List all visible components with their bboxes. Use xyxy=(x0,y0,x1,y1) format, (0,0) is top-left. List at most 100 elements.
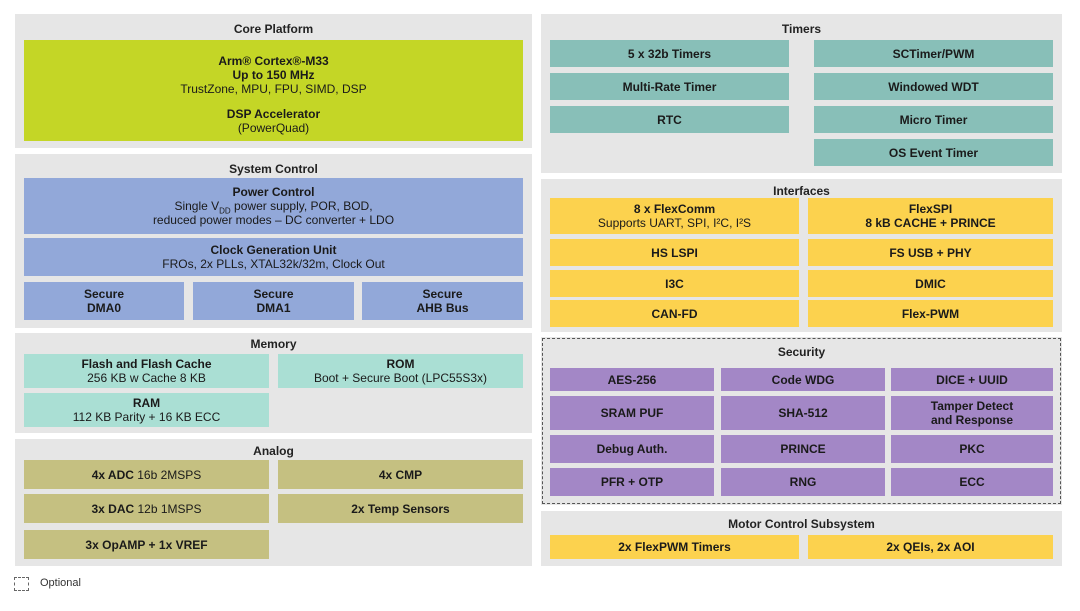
ram-sub: 112 KB Parity + 16 KB ECC xyxy=(72,410,221,424)
memory-panel: Memory Flash and Flash Cache 256 KB w Ca… xyxy=(15,333,532,433)
os-event-timer-label: OS Event Timer xyxy=(888,145,979,160)
rom-block: ROM Boot + Secure Boot (LPC55S3x) xyxy=(278,354,523,388)
qei-aoi-block: 2x QEIs, 2x AOI xyxy=(808,535,1053,559)
timer-32b-label: 5 x 32b Timers xyxy=(627,46,712,61)
i3c-block: I3C xyxy=(550,270,799,297)
multi-rate-timer-label: Multi-Rate Timer xyxy=(622,79,717,94)
adc-block: 4x ADC 16b 2MSPS xyxy=(24,460,269,489)
flex-pwm-block: Flex-PWM xyxy=(808,300,1053,327)
dice-uuid-block: DICE + UUID xyxy=(891,368,1053,391)
secure-dma1-l1: Secure xyxy=(253,287,294,301)
tamper-detect-l2: and Response xyxy=(930,413,1014,427)
timers-title: Timers xyxy=(781,22,822,36)
fs-usb-block: FS USB + PHY xyxy=(808,239,1053,266)
core-platform-panel: Core Platform Arm® Cortex®-M33 Up to 150… xyxy=(15,14,532,148)
ram-name: RAM xyxy=(132,396,161,410)
memory-title: Memory xyxy=(250,337,297,351)
rom-sub: Boot + Secure Boot (LPC55S3x) xyxy=(313,371,488,385)
rng-label: RNG xyxy=(789,475,817,489)
pfr-otp-label: PFR + OTP xyxy=(600,475,664,489)
windowed-wdt-block: Windowed WDT xyxy=(814,73,1053,100)
timer-32b-block: 5 x 32b Timers xyxy=(550,40,789,67)
clock-generation-sub: FROs, 2x PLLs, XTAL32k/32m, Clock Out xyxy=(162,257,385,271)
code-wdg-label: Code WDG xyxy=(771,372,835,387)
code-wdg-block: Code WDG xyxy=(721,368,885,391)
security-title: Security xyxy=(777,345,826,359)
debug-auth-label: Debug Auth. xyxy=(596,442,668,456)
micro-timer-label: Micro Timer xyxy=(899,112,968,127)
prince-block: PRINCE xyxy=(721,435,885,463)
secure-ahb-l2: AHB Bus xyxy=(416,301,469,315)
secure-dma1-block: Secure DMA1 xyxy=(193,282,354,320)
secure-ahb-block: Secure AHB Bus xyxy=(362,282,523,320)
tamper-detect-block: Tamper Detect and Response xyxy=(891,396,1053,430)
can-fd-label: CAN-FD xyxy=(651,306,698,321)
sha-512-block: SHA-512 xyxy=(721,396,885,430)
pkc-block: PKC xyxy=(891,435,1053,463)
optional-dashed-border xyxy=(542,338,1061,504)
cmp-block: 4x CMP xyxy=(278,460,523,489)
rng-block: RNG xyxy=(721,468,885,496)
ram-block: RAM 112 KB Parity + 16 KB ECC xyxy=(24,393,269,427)
can-fd-block: CAN-FD xyxy=(550,300,799,327)
sha-512-label: SHA-512 xyxy=(778,406,828,420)
secure-ahb-l1: Secure xyxy=(422,287,463,301)
flash-sub: 256 KB w Cache 8 KB xyxy=(87,371,206,385)
hs-lspi-label: HS LSPI xyxy=(651,245,698,260)
analog-title: Analog xyxy=(253,444,294,458)
rtc-label: RTC xyxy=(657,112,682,127)
opamp-block: 3x OpAMP + 1x VREF xyxy=(24,530,269,559)
windowed-wdt-label: Windowed WDT xyxy=(888,79,979,94)
system-control-title: System Control xyxy=(229,162,318,176)
sctimer-block: SCTimer/PWM xyxy=(814,40,1053,67)
temp-sensors-block: 2x Temp Sensors xyxy=(278,494,523,523)
cpu-name: Arm® Cortex®-M33 xyxy=(218,53,329,68)
flex-pwm-label: Flex-PWM xyxy=(901,306,960,321)
hs-lspi-block: HS LSPI xyxy=(550,239,799,266)
qei-aoi-label: 2x QEIs, 2x AOI xyxy=(886,540,975,554)
clock-generation-name: Clock Generation Unit xyxy=(210,243,337,257)
ecc-label: ECC xyxy=(959,475,985,489)
secure-dma0-l2: DMA0 xyxy=(86,301,121,315)
aes-256-block: AES-256 xyxy=(550,368,714,391)
dsp-name: DSP Accelerator xyxy=(226,107,321,121)
opamp-label: 3x OpAMP + 1x VREF xyxy=(85,537,208,552)
rtc-block: RTC xyxy=(550,106,789,133)
micro-timer-block: Micro Timer xyxy=(814,106,1053,133)
cpu-features: TrustZone, MPU, FPU, SIMD, DSP xyxy=(180,81,367,96)
motor-control-panel: Motor Control Subsystem 2x FlexPWM Timer… xyxy=(541,511,1062,566)
secure-dma1-l2: DMA1 xyxy=(256,301,291,315)
secure-dma0-block: Secure DMA0 xyxy=(24,282,184,320)
interfaces-panel: Interfaces 8 x FlexComm Supports UART, S… xyxy=(541,179,1062,332)
power-control-name: Power Control xyxy=(232,185,315,199)
secure-dma0-l1: Secure xyxy=(83,287,125,301)
clock-generation-block: Clock Generation Unit FROs, 2x PLLs, XTA… xyxy=(24,238,523,276)
dice-uuid-label: DICE + UUID xyxy=(936,372,1008,387)
dsp-block: DSP Accelerator (PowerQuad) xyxy=(24,101,523,141)
temp-sensors-label: 2x Temp Sensors xyxy=(351,501,450,516)
dmic-block: DMIC xyxy=(808,270,1053,297)
sctimer-label: SCTimer/PWM xyxy=(892,46,975,61)
pkc-label: PKC xyxy=(959,442,985,456)
flexcomm-name: 8 x FlexComm xyxy=(633,202,716,216)
interfaces-title: Interfaces xyxy=(773,184,830,198)
dac-block: 3x DAC 12b 1MSPS xyxy=(24,494,269,523)
optional-legend-icon xyxy=(14,577,29,591)
pfr-otp-block: PFR + OTP xyxy=(550,468,714,496)
aes-256-label: AES-256 xyxy=(607,372,657,387)
flexpwm-timers-label: 2x FlexPWM Timers xyxy=(618,540,731,554)
dac-label: 3x DAC 12b 1MSPS xyxy=(91,501,202,516)
analog-panel: Analog 4x ADC 16b 2MSPS 4x CMP 3x DAC 12… xyxy=(15,439,532,566)
power-control-block: Power Control Single VDD power supply, P… xyxy=(24,178,523,234)
power-control-line2: reduced power modes – DC converter + LDO xyxy=(152,213,395,227)
system-control-panel: System Control Power Control Single VDD … xyxy=(15,154,532,328)
sram-puf-block: SRAM PUF xyxy=(550,396,714,430)
flexpwm-timers-block: 2x FlexPWM Timers xyxy=(550,535,799,559)
rom-name: ROM xyxy=(386,357,415,371)
os-event-timer-block: OS Event Timer xyxy=(814,139,1053,166)
multi-rate-timer-block: Multi-Rate Timer xyxy=(550,73,789,100)
flash-block: Flash and Flash Cache 256 KB w Cache 8 K… xyxy=(24,354,269,388)
dmic-label: DMIC xyxy=(915,276,946,291)
sram-puf-label: SRAM PUF xyxy=(600,406,664,420)
i3c-label: I3C xyxy=(665,276,684,291)
